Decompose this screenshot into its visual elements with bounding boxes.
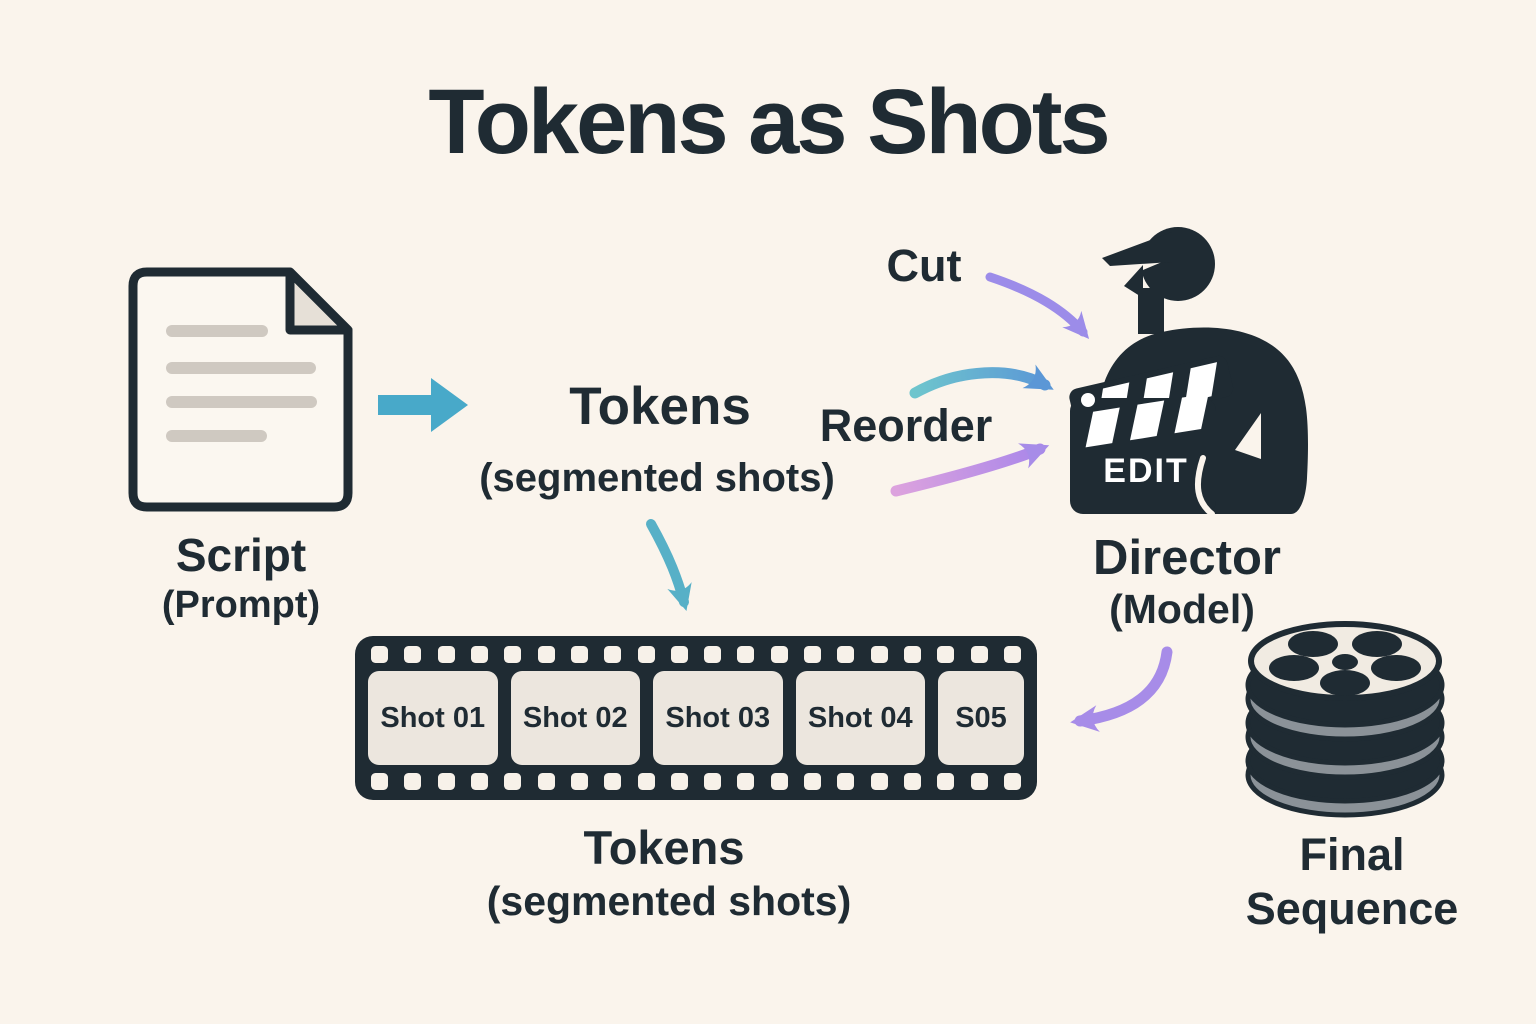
script-label: Script xyxy=(175,529,307,581)
cut-arrow-icon xyxy=(985,272,1090,340)
filmstrip-sublabel: (segmented shots) xyxy=(486,878,852,924)
sprocket-holes-bottom xyxy=(368,773,1024,790)
director-label: Director xyxy=(1093,531,1281,585)
clapperboard-icon: EDIT xyxy=(1069,355,1234,517)
cut-label: Cut xyxy=(886,240,962,291)
blue-arc-arrow-icon xyxy=(909,364,1054,399)
arrow-right-icon xyxy=(378,378,468,432)
page-title: Tokens as Shots xyxy=(428,71,1110,173)
film-frames: Shot 01 Shot 02 Shot 03 Shot 04 S05 xyxy=(368,671,1024,765)
film-strip: Shot 01 Shot 02 Shot 03 Shot 04 S05 xyxy=(355,636,1037,800)
film-frame: Shot 01 xyxy=(368,671,498,765)
clapperboard-label: EDIT xyxy=(1103,452,1188,490)
film-frame: Shot 04 xyxy=(795,671,925,765)
document-icon xyxy=(128,267,353,512)
reorder-label: Reorder xyxy=(819,400,993,451)
film-frame: S05 xyxy=(938,671,1024,765)
director-sublabel: (Model) xyxy=(1109,586,1255,632)
final-sequence-label: Final Sequence xyxy=(1245,829,1459,934)
script-sublabel: (Prompt) xyxy=(161,584,321,626)
reorder-arrow-icon xyxy=(890,443,1050,497)
film-frame: Shot 03 xyxy=(653,671,783,765)
filmstrip-label: Tokens xyxy=(583,821,745,874)
tokens-label: Tokens xyxy=(569,377,751,436)
document-text-lines xyxy=(166,325,317,442)
film-frame: Shot 02 xyxy=(510,671,640,765)
tokens-sublabel: (segmented shots) xyxy=(479,456,835,500)
film-reel-icon xyxy=(1245,621,1445,818)
sprocket-holes-top xyxy=(368,646,1024,663)
curved-arrow-down-icon xyxy=(646,519,692,611)
model-output-arrow-icon xyxy=(1070,646,1173,732)
